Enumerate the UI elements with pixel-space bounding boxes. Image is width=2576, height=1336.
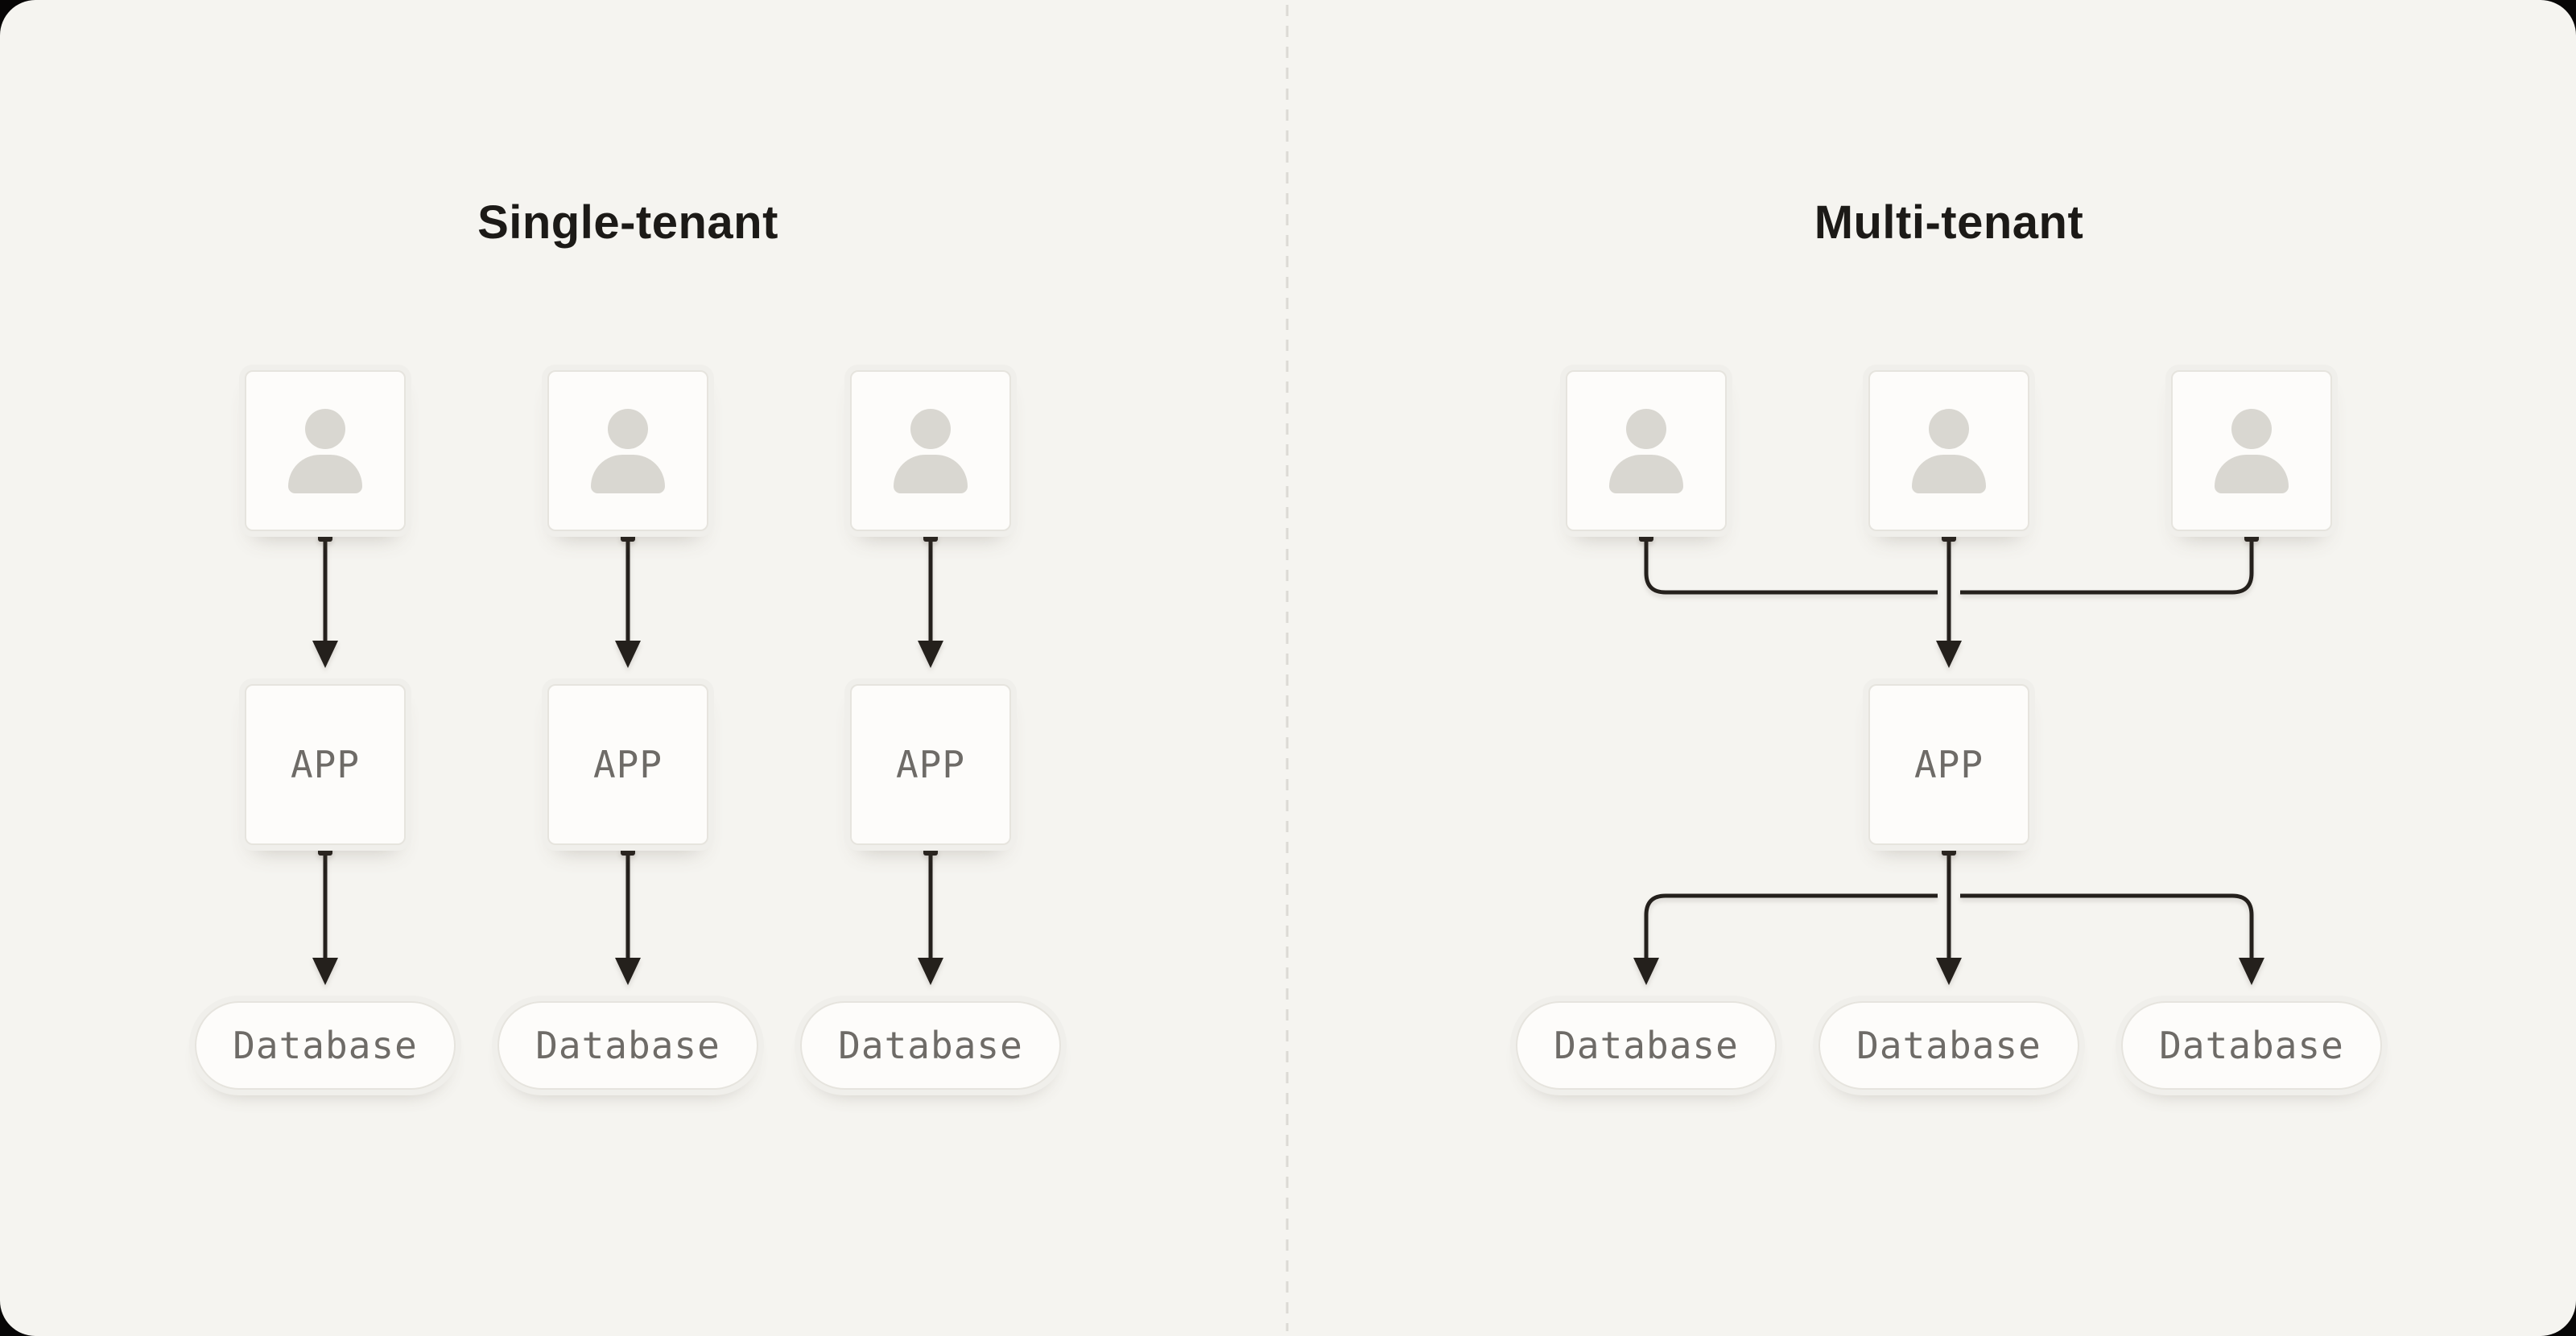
user-merge-left-connector	[1644, 539, 1938, 595]
arrowhead-icon	[1936, 641, 1962, 668]
database-label: Database	[535, 1024, 720, 1067]
user-box	[547, 370, 708, 531]
user-box	[245, 370, 406, 531]
user-icon	[1609, 408, 1683, 493]
user-head-icon	[1626, 408, 1666, 449]
arrowhead-icon	[2239, 958, 2264, 985]
app-box: APP	[1868, 684, 2029, 845]
app-fanout-left-connector	[1644, 893, 1938, 959]
user-shoulders-icon	[1912, 454, 1986, 493]
user-icon	[1912, 408, 1986, 493]
user-head-icon	[910, 408, 951, 449]
database-pill: Database	[2121, 1001, 2382, 1090]
user-box	[850, 370, 1011, 531]
arrowhead-icon	[918, 958, 943, 985]
user-icon	[894, 408, 968, 493]
database-pill: Database	[1516, 1001, 1777, 1090]
user-box	[1868, 370, 2029, 531]
user-shoulders-icon	[591, 454, 665, 493]
arrowhead-icon	[615, 958, 641, 985]
arrowhead-icon	[312, 958, 338, 985]
user-merge-right-connector	[1960, 539, 2254, 595]
app-box: APP	[850, 684, 1011, 845]
app-fanout-right-connector	[1960, 893, 2254, 959]
user-icon	[2215, 408, 2289, 493]
user-icon	[591, 408, 665, 493]
user-head-icon	[608, 408, 648, 449]
database-label: Database	[2159, 1024, 2344, 1067]
arrowhead-icon	[1936, 958, 1962, 985]
database-label: Database	[1856, 1024, 2041, 1067]
user-shoulders-icon	[2215, 454, 2289, 493]
app-box: APP	[547, 684, 708, 845]
app-label: APP	[592, 743, 663, 786]
single-tenant-title: Single-tenant	[477, 196, 778, 249]
user-shoulders-icon	[1609, 454, 1683, 493]
app-label: APP	[895, 743, 966, 786]
app-box: APP	[245, 684, 406, 845]
database-label: Database	[838, 1024, 1023, 1067]
user-box	[1566, 370, 1727, 531]
user-shoulders-icon	[288, 454, 362, 493]
database-pill: Database	[195, 1001, 456, 1090]
user-box	[2171, 370, 2332, 531]
database-pill: Database	[800, 1001, 1061, 1090]
app-label: APP	[1913, 743, 1984, 786]
arrowhead-icon	[1633, 958, 1659, 985]
app-label: APP	[290, 743, 361, 786]
arrowhead-icon	[312, 641, 338, 668]
multi-tenant-title: Multi-tenant	[1814, 196, 2084, 249]
user-head-icon	[1929, 408, 1969, 449]
database-label: Database	[233, 1024, 418, 1067]
user-head-icon	[2231, 408, 2272, 449]
arrowhead-icon	[918, 641, 943, 668]
database-pill: Database	[497, 1001, 758, 1090]
user-head-icon	[305, 408, 345, 449]
database-label: Database	[1554, 1024, 1739, 1067]
user-shoulders-icon	[894, 454, 968, 493]
user-icon	[288, 408, 362, 493]
arrowhead-icon	[615, 641, 641, 668]
database-pill: Database	[1818, 1001, 2079, 1090]
